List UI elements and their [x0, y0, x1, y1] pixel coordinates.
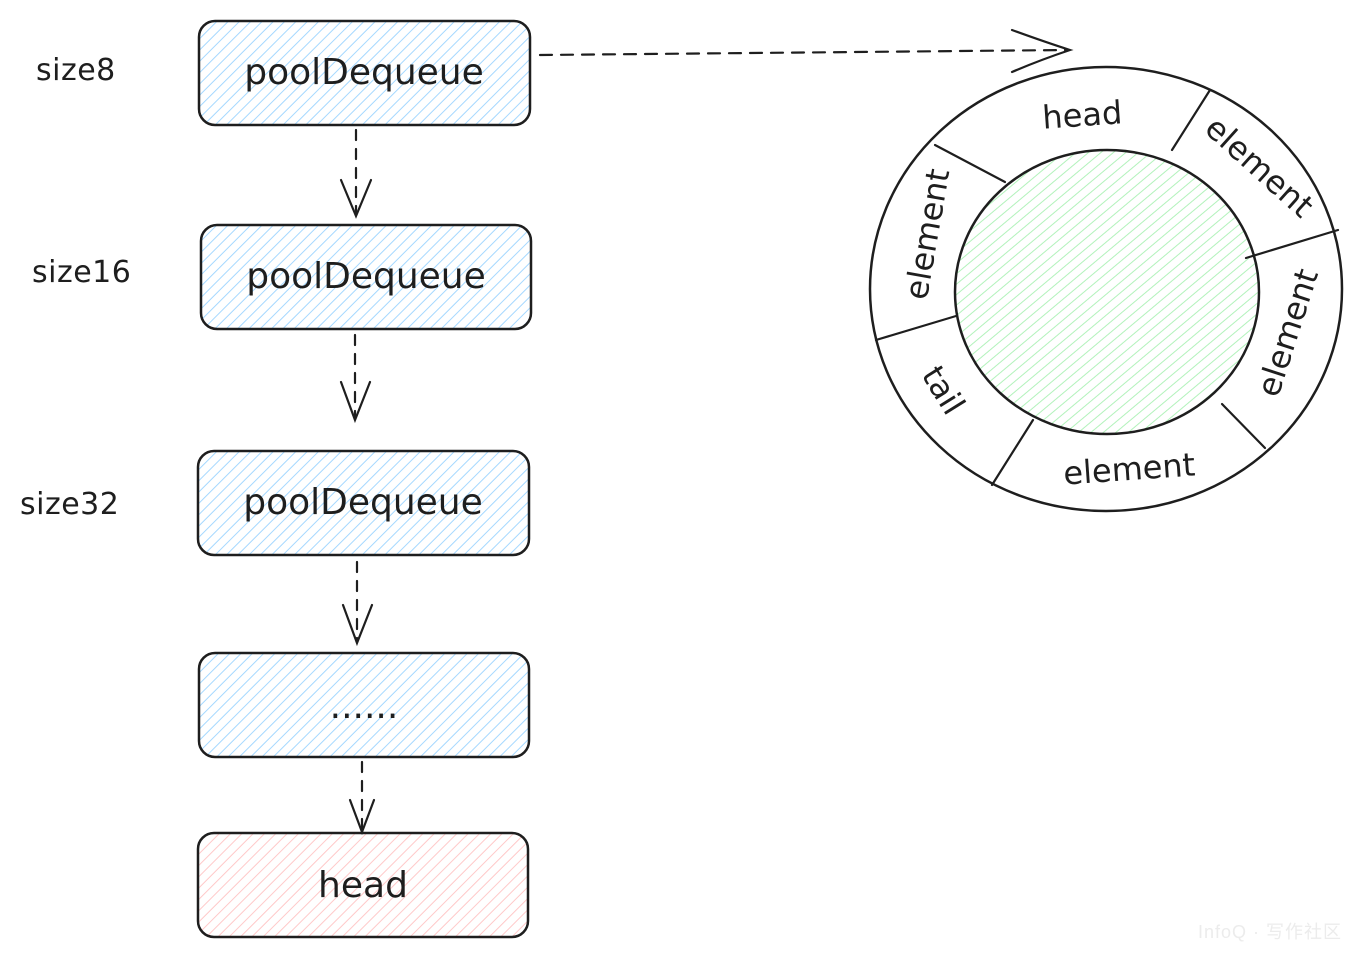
ring-center [953, 148, 1261, 436]
ring-segment-bottom-label: element [1062, 445, 1196, 492]
chain-arrow-4 [348, 760, 376, 836]
ring-dividers [874, 88, 1340, 487]
watermark: InfoQ · 写作社区 [1197, 922, 1342, 942]
size-label-8: size8 [36, 53, 116, 88]
size-label-32: size32 [20, 487, 119, 522]
deque-to-ring-arrow [538, 28, 1074, 74]
chain-arrow-2 [339, 333, 372, 424]
pool-dequeue-node-1: poolDequeue [197, 19, 532, 127]
pool-dequeue-node-2-label: poolDequeue [246, 256, 486, 297]
chain-arrow-1 [339, 128, 373, 219]
ring-segment-top-label: head [1041, 93, 1123, 136]
chain-arrow-3 [341, 560, 374, 647]
ring-buffer: head element element element tail elemen… [868, 65, 1344, 513]
pool-dequeue-node-2: poolDequeue [199, 223, 533, 331]
pool-dequeue-node-3: poolDequeue [196, 449, 531, 557]
ellipsis-node: ...... [197, 651, 531, 759]
ellipsis-node-label: ...... [330, 686, 399, 727]
head-node-label: head [318, 865, 408, 906]
size-label-16: size16 [32, 255, 131, 290]
pool-dequeue-node-3-label: poolDequeue [243, 482, 483, 523]
pool-dequeue-node-1-label: poolDequeue [244, 52, 484, 93]
head-node: head [196, 831, 530, 939]
